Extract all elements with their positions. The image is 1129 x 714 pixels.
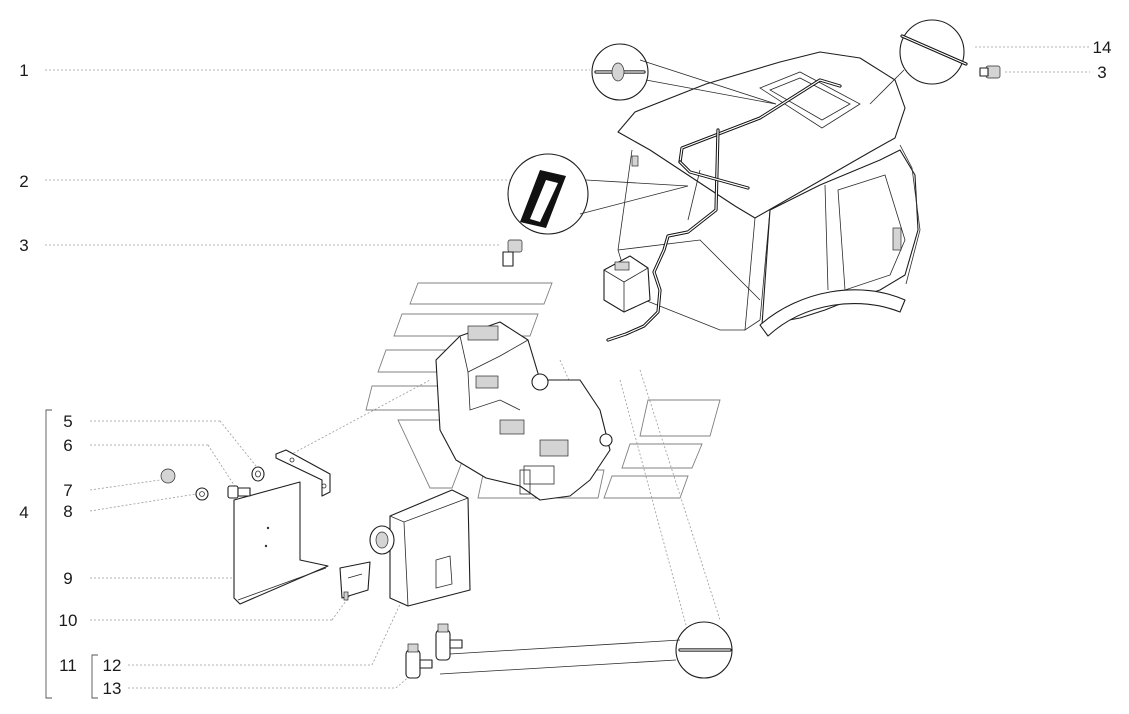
callout-11: 11 bbox=[59, 656, 77, 675]
callout-12: 12 bbox=[103, 656, 122, 675]
callout-1: 1 bbox=[19, 61, 28, 80]
washer-hose-routing bbox=[606, 78, 842, 342]
detail-bubble-item-14 bbox=[869, 19, 968, 105]
detail-bubble-item-1 bbox=[591, 43, 777, 105]
washer-reservoir bbox=[369, 489, 471, 607]
washer-5 bbox=[251, 466, 265, 482]
callout-8: 8 bbox=[63, 502, 72, 521]
detail-bubble-lower-hose bbox=[439, 621, 733, 679]
callout-13: 13 bbox=[103, 679, 122, 698]
washer-8 bbox=[195, 487, 209, 501]
callout-3-right: 3 bbox=[1097, 63, 1106, 82]
washer-nozzle-top bbox=[979, 65, 1001, 79]
callout-labels: 1 2 3 3 14 4 5 6 7 8 9 10 11 12 13 bbox=[19, 38, 1111, 698]
leader-lines bbox=[45, 46, 1090, 689]
retaining-clip bbox=[339, 561, 371, 601]
callout-14: 14 bbox=[1093, 38, 1112, 57]
detail-bubble-item-2 bbox=[507, 153, 689, 235]
washer-nozzle-left bbox=[502, 239, 523, 267]
callout-3-left: 3 bbox=[19, 236, 28, 255]
callout-7: 7 bbox=[63, 481, 72, 500]
callout-9: 9 bbox=[63, 569, 72, 588]
hvac-unit bbox=[435, 321, 613, 501]
callout-4: 4 bbox=[19, 503, 28, 522]
callout-5: 5 bbox=[63, 412, 72, 431]
mounting-bracket bbox=[275, 449, 331, 497]
callout-6: 6 bbox=[63, 436, 72, 455]
guard-plate bbox=[233, 481, 329, 605]
cab-assembly bbox=[617, 51, 921, 337]
callout-10: 10 bbox=[59, 611, 78, 630]
callout-2: 2 bbox=[19, 172, 28, 191]
washer-pump-13 bbox=[405, 643, 433, 679]
nut-7 bbox=[160, 468, 176, 484]
group-brackets bbox=[45, 409, 98, 699]
bolt-6 bbox=[227, 485, 251, 499]
washer-pump-12 bbox=[435, 623, 463, 661]
cab-mount-bracket bbox=[603, 255, 651, 313]
